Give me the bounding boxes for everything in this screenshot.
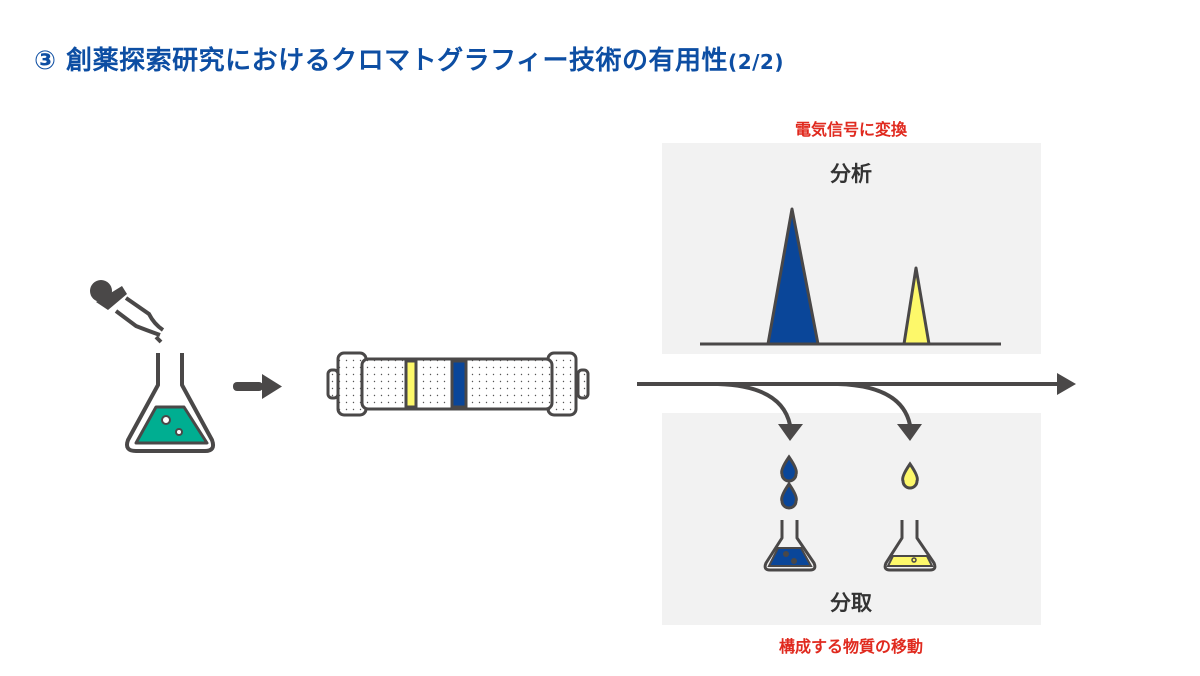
dropper-icon [90,280,165,344]
blue-peak [766,207,820,346]
yellow-peak [902,266,931,346]
yellow-drop-icon [901,461,919,490]
fractionation-panel [662,413,1041,625]
analysis-panel [662,143,1041,354]
blue-drop-icon [780,454,798,483]
yellow-flask-icon [883,520,937,572]
blue-drop-icon [780,481,798,510]
chromatography-column [326,351,590,417]
blue-flask-icon [763,520,817,572]
arrow-right-icon [233,374,282,399]
chromatogram [700,207,1001,346]
title-suffix: (2/2) [728,50,784,74]
fractionation-caption: 構成する物質の移動 [778,637,924,656]
fractionation-label: 分取 [830,591,872,615]
analysis-caption: 電気信号に変換 [794,120,908,139]
analysis-label: 分析 [830,162,872,186]
flow-arrow [637,373,1076,441]
page-title: ③ 創薬探索研究におけるクロマトグラフィー技術の有用性(2/2) [34,40,784,77]
flask-icon [125,353,216,453]
title-text: ③ 創薬探索研究におけるクロマトグラフィー技術の有用性 [34,46,729,76]
